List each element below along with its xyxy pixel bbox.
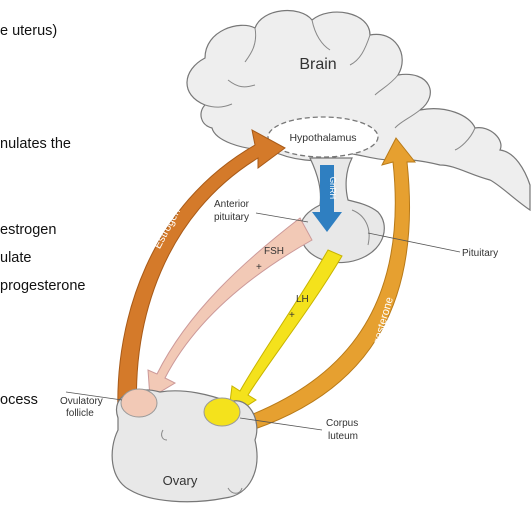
fsh-label: FSH — [264, 246, 284, 257]
anterior-pituitary-label-1: Anterior — [214, 199, 250, 210]
doc-line-3: estrogen — [0, 222, 56, 238]
doc-line-2: nulates the — [0, 136, 71, 152]
fsh-plus: + — [256, 262, 262, 273]
corpus-luteum — [204, 398, 240, 426]
ovary-label: Ovary — [163, 473, 198, 488]
anterior-pituitary-label-2: pituitary — [214, 212, 249, 223]
hypothalamus-label: Hypothalamus — [289, 132, 356, 144]
pituitary-leader — [368, 233, 460, 252]
doc-line-4: ulate — [0, 250, 31, 266]
ovulatory-follicle — [121, 389, 157, 417]
lh-label: LH — [296, 294, 309, 305]
pituitary-gland — [300, 158, 385, 263]
brain-label: Brain — [299, 56, 336, 73]
lh-plus: + — [289, 310, 295, 321]
brain-shape — [187, 11, 530, 210]
doc-line-6: ocess — [0, 392, 38, 408]
ovulatory-label-1: Ovulatory — [60, 396, 103, 407]
doc-line-1: e uterus) — [0, 23, 57, 39]
pituitary-label: Pituitary — [462, 248, 498, 259]
ovulatory-label-2: follicle — [66, 408, 94, 419]
doc-line-5: progesterone — [0, 278, 85, 294]
gnrh-label: GnRH — [328, 177, 337, 199]
corpus-label-1: Corpus — [326, 418, 358, 429]
corpus-label-2: luteum — [328, 431, 358, 442]
